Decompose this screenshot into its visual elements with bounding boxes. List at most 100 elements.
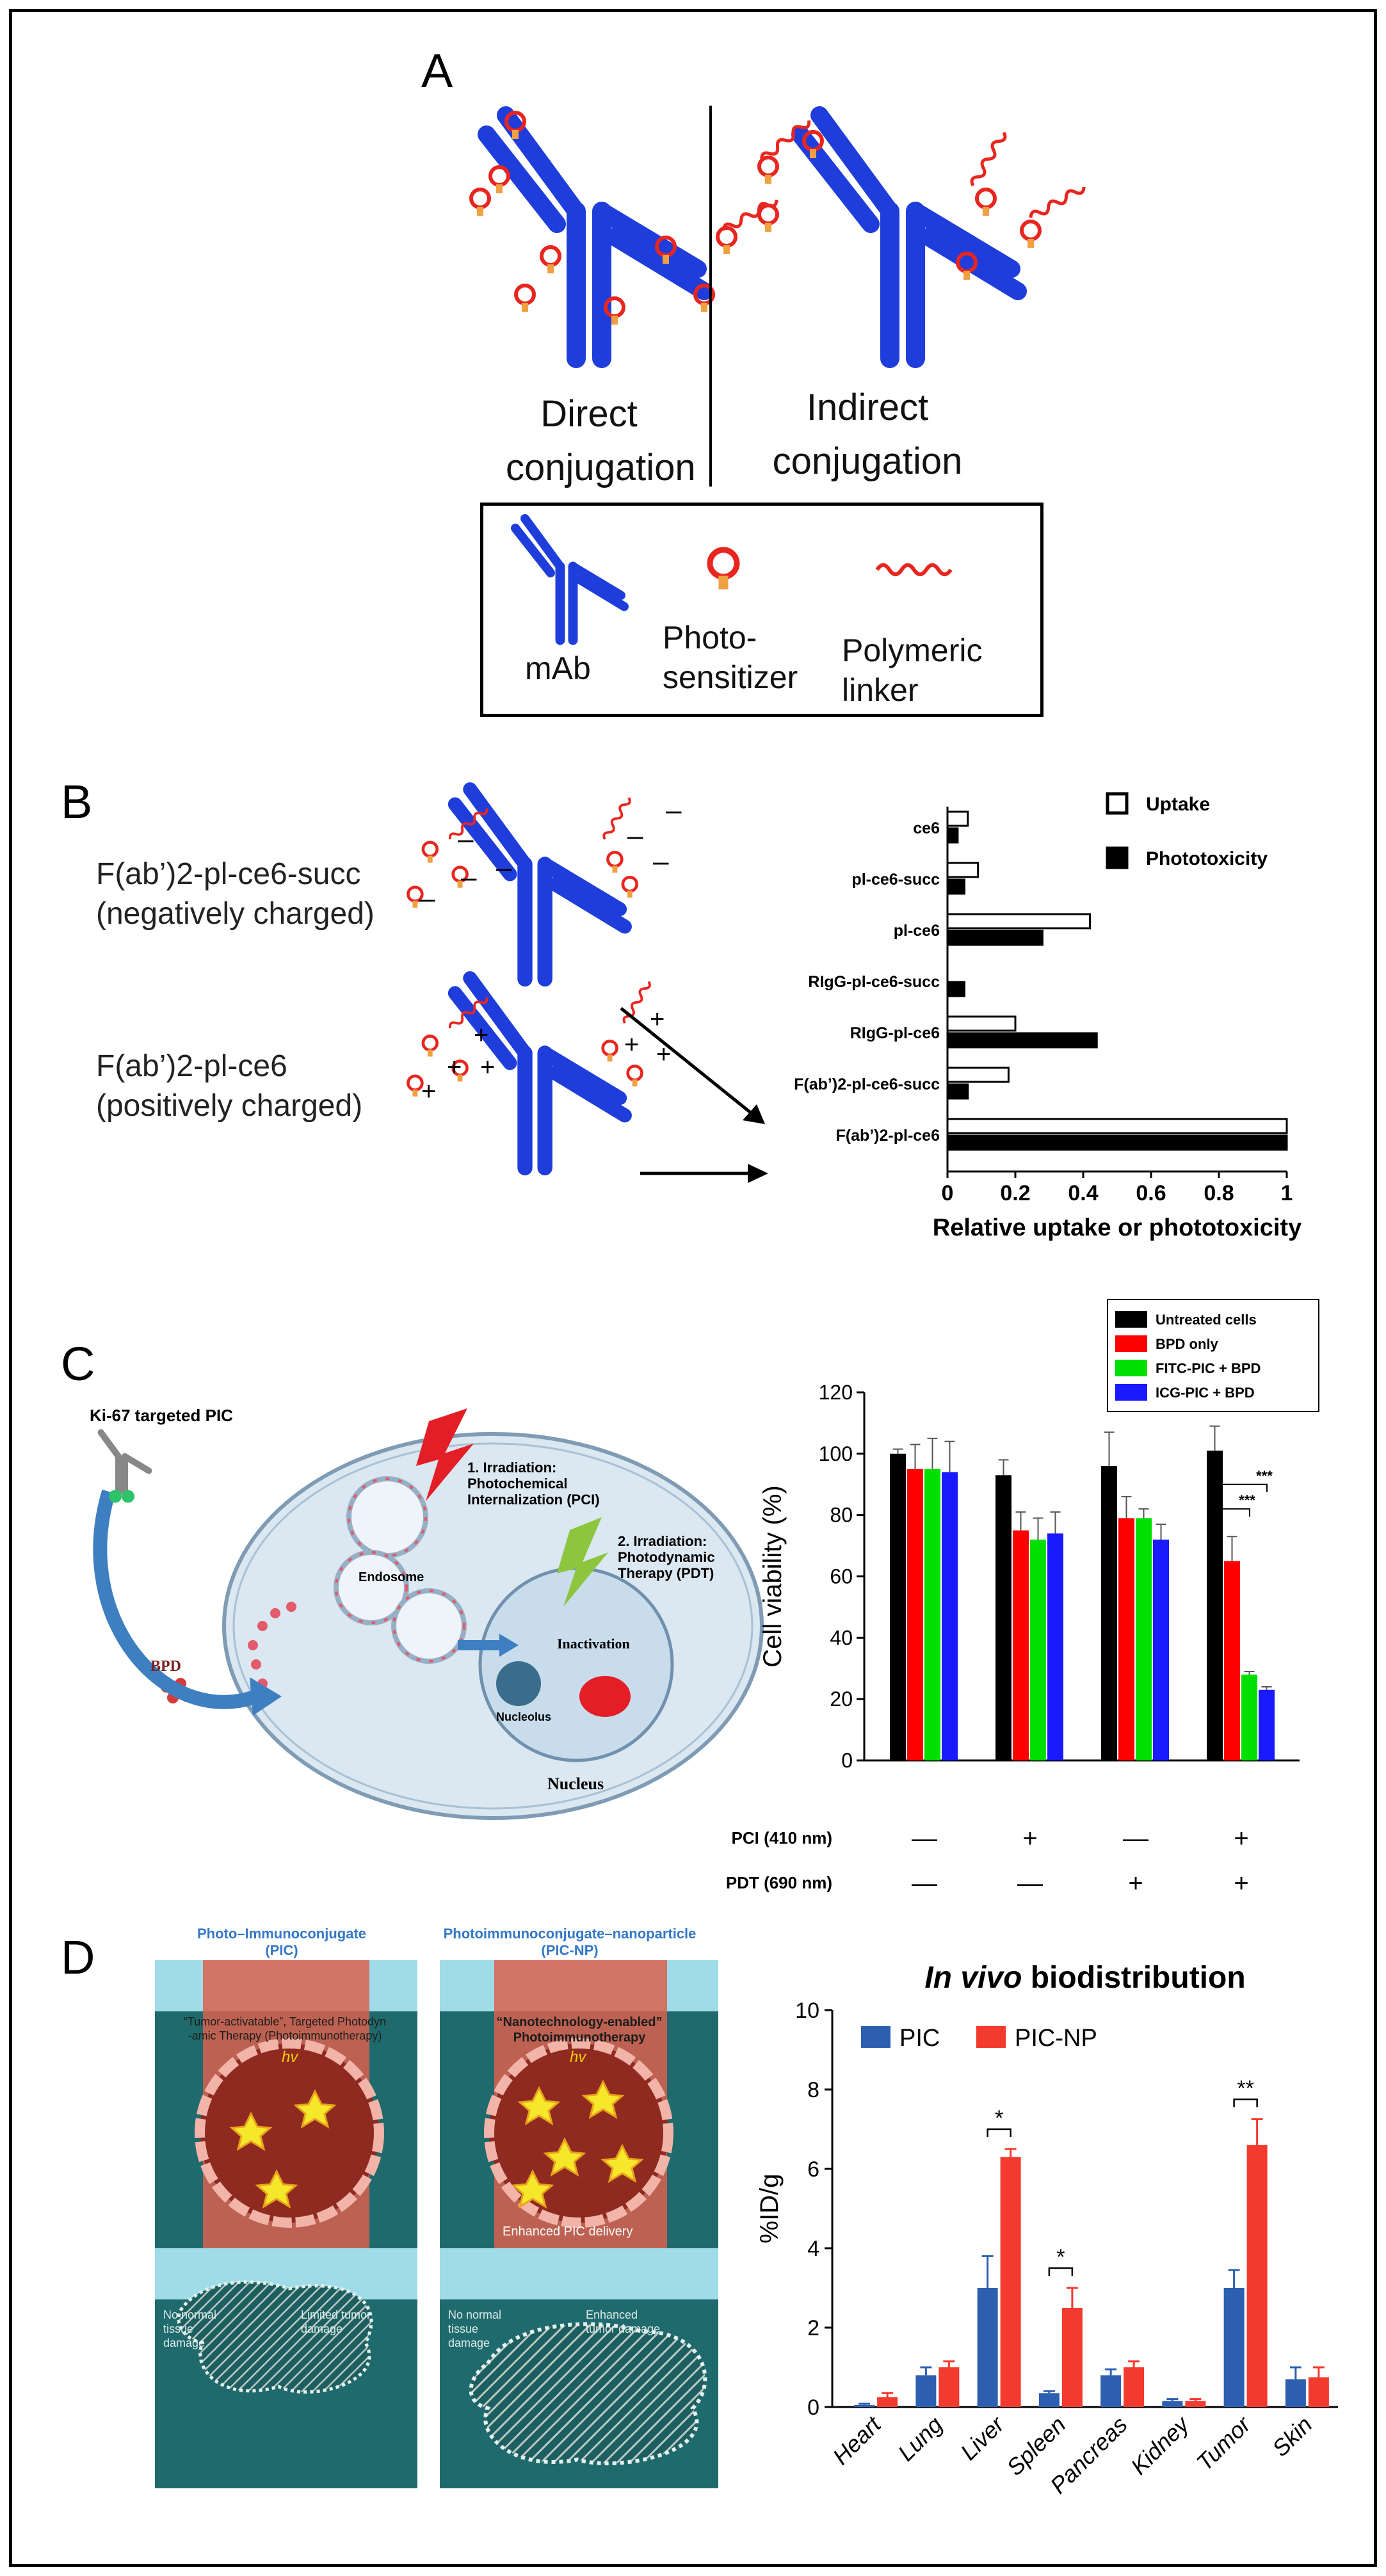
svg-text:–: – bbox=[496, 852, 512, 883]
bar bbox=[1241, 1674, 1257, 1760]
endosome-icon bbox=[334, 1476, 467, 1664]
pic-heading: Photo–Immunoconjugate(PIC) bbox=[197, 1926, 366, 1958]
x-tick-label: Lung bbox=[892, 2411, 947, 2467]
legend-swatch-phototoxicity bbox=[1106, 846, 1129, 869]
panel-b-arrows bbox=[620, 1007, 768, 1183]
category-label: pl-ce6 bbox=[894, 922, 940, 940]
legend-label: PIC bbox=[899, 2025, 940, 2052]
panel-b-letter: B bbox=[61, 775, 93, 828]
legend-mab-label: mAb bbox=[525, 650, 591, 686]
legend-label: ICG-PIC + BPD bbox=[1156, 1385, 1255, 1401]
bar bbox=[1124, 2367, 1145, 2407]
bar-phototoxicity bbox=[946, 827, 959, 844]
y-tick-label: 60 bbox=[830, 1565, 853, 1588]
molecule-1-label: F(ab’)2-pl-ce6-succ(negatively charged) bbox=[96, 857, 375, 931]
bar bbox=[939, 2367, 960, 2407]
pic-np-banner: “Nanotechnology-enabled”Photoimmunothera… bbox=[496, 2015, 663, 2045]
bar bbox=[1246, 2145, 1268, 2407]
svg-text:Photochemical: Photochemical bbox=[467, 1476, 567, 1492]
svg-text:1. Irradiation:: 1. Irradiation: bbox=[467, 1460, 556, 1476]
bar bbox=[915, 2375, 937, 2407]
significance-bracket bbox=[1214, 1483, 1268, 1492]
bar bbox=[1162, 2401, 1183, 2407]
category-label: pl-ce6-succ bbox=[851, 871, 940, 889]
lightning-icon bbox=[416, 1408, 474, 1501]
svg-text:–: – bbox=[627, 820, 643, 851]
negative-antibody-icon bbox=[408, 789, 636, 979]
legend-label: PIC-NP bbox=[1015, 2025, 1097, 2052]
svg-text:+: + bbox=[650, 1005, 665, 1033]
bar bbox=[877, 2397, 898, 2407]
pci-sign: + bbox=[1234, 1824, 1248, 1853]
x-tick-label: 0.2 bbox=[1000, 1181, 1030, 1205]
legend-swatch bbox=[861, 2026, 890, 2048]
svg-text:2. Irradiation:: 2. Irradiation: bbox=[618, 1533, 707, 1549]
svg-text:Internalization (PCI): Internalization (PCI) bbox=[467, 1492, 600, 1508]
panel-a-antibodies bbox=[448, 106, 1088, 487]
mab-icon bbox=[522, 522, 611, 631]
bar bbox=[890, 1453, 906, 1760]
significance-label: * bbox=[995, 2106, 1003, 2130]
svg-text:Photodynamic: Photodynamic bbox=[618, 1549, 715, 1565]
svg-text:Nucleolus: Nucleolus bbox=[496, 1711, 551, 1723]
polymeric-linker-icon bbox=[871, 557, 954, 583]
chart-title: In vivo biodistribution bbox=[924, 1961, 1245, 1995]
category-label: RIgG-pl-ce6-succ bbox=[808, 973, 940, 991]
hv-label-right: hv bbox=[570, 2049, 586, 2066]
x-tick-label: 0.8 bbox=[1204, 1181, 1234, 1205]
svg-text:+: + bbox=[421, 1077, 436, 1106]
photosensitizer-icon bbox=[704, 544, 743, 602]
svg-text:–: – bbox=[461, 862, 477, 893]
bar-phototoxicity bbox=[946, 878, 965, 895]
pci-sign: + bbox=[1022, 1824, 1037, 1853]
pdt-row-label: PDT (690 nm) bbox=[726, 1873, 832, 1892]
legend-label: Phototoxicity bbox=[1146, 848, 1268, 869]
y-tick-label: 2 bbox=[807, 2316, 819, 2340]
y-tick-label: 20 bbox=[830, 1687, 853, 1711]
y-tick-label: 40 bbox=[830, 1626, 853, 1649]
bar bbox=[1000, 2157, 1021, 2407]
bar-uptake bbox=[946, 862, 979, 878]
legend-swatch bbox=[1115, 1360, 1147, 1376]
significance-label: *** bbox=[1239, 1492, 1255, 1508]
y-tick-label: 8 bbox=[807, 2078, 819, 2102]
svg-text:Therapy (PDT): Therapy (PDT) bbox=[618, 1565, 714, 1581]
svg-text:–: – bbox=[458, 823, 474, 855]
x-tick-label: Heart bbox=[828, 2410, 887, 2470]
uptake-phototoxicity-chart: ce6pl-ce6-succpl-ce6RIgG-pl-ce6-succRIgG… bbox=[794, 792, 1301, 1241]
bar-phototoxicity bbox=[946, 1083, 969, 1100]
pic-banner: “Tumor-activatable”, Targeted Photodyn-a… bbox=[183, 2015, 387, 2042]
x-tick-label: Skin bbox=[1267, 2411, 1318, 2462]
pci-row-label: PCI (410 nm) bbox=[732, 1828, 833, 1847]
bar bbox=[1118, 1518, 1134, 1760]
y-tick-label: 10 bbox=[795, 1999, 819, 2023]
bar bbox=[854, 2404, 875, 2407]
bar-phototoxicity bbox=[946, 930, 1044, 946]
bar-phototoxicity bbox=[946, 981, 965, 997]
y-tick-label: 0 bbox=[841, 1749, 853, 1772]
x-tick-label: Liver bbox=[955, 2410, 1010, 2465]
pdt-sign: — bbox=[912, 1869, 937, 1897]
bar bbox=[924, 1469, 940, 1760]
category-label: F(ab’)2-pl-ce6 bbox=[835, 1127, 940, 1145]
bar bbox=[1153, 1540, 1169, 1760]
pic-antibody-icon bbox=[97, 1429, 152, 1503]
legend-swatch bbox=[1115, 1384, 1147, 1401]
svg-text:Endosome: Endosome bbox=[359, 1570, 424, 1584]
bar bbox=[942, 1472, 958, 1760]
x-axis-label: Relative uptake or phototoxicity bbox=[933, 1214, 1301, 1241]
bar bbox=[1061, 2308, 1083, 2407]
svg-text:+: + bbox=[474, 1021, 488, 1049]
svg-text:BPD: BPD bbox=[150, 1658, 181, 1675]
y-tick-label: 100 bbox=[819, 1442, 853, 1465]
bar-phototoxicity bbox=[946, 1134, 1288, 1151]
legend-label: BPD only bbox=[1156, 1336, 1219, 1352]
y-tick-label: 80 bbox=[830, 1504, 853, 1527]
panel-b-molecules: – – – – – – – + + + + + + + bbox=[397, 794, 682, 1165]
svg-text:+: + bbox=[624, 1031, 639, 1059]
